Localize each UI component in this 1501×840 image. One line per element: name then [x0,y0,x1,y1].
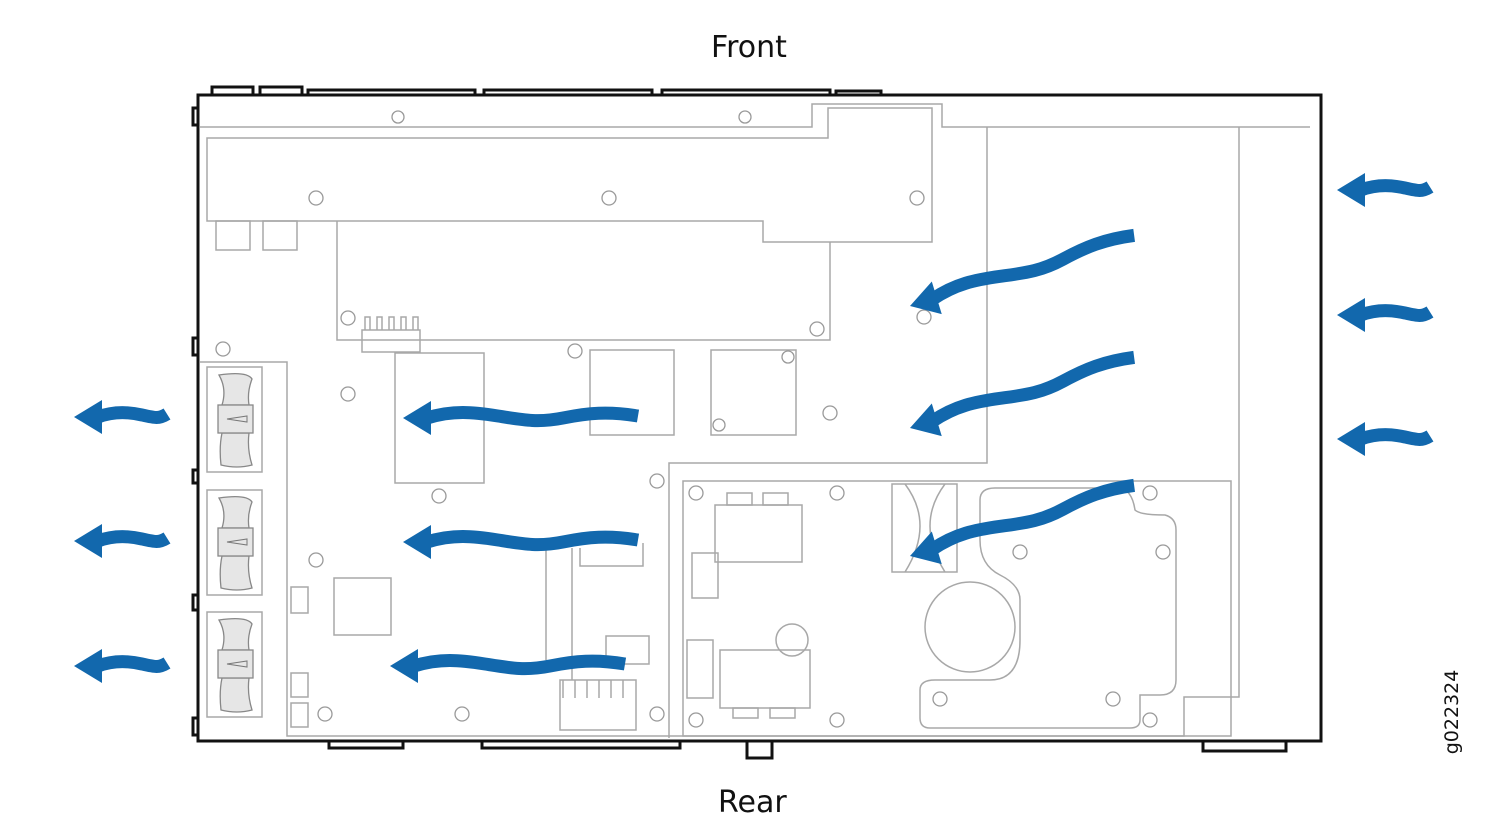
exhaust-arrow-2 [74,524,167,558]
exhaust-arrow-1 [74,400,167,434]
fan-tray [206,366,263,718]
chassis-outline [196,93,1323,743]
mounting-holes [215,110,1171,728]
internal-arrow-diagonal-2 [905,343,1140,444]
fan-1 [206,366,263,473]
chassis [191,85,1323,760]
internal-arrow-1 [403,401,638,435]
inlet-arrow-3 [1337,422,1430,456]
front-label: Front [711,30,787,65]
internal-arrow-diagonal-1 [905,221,1140,322]
fan-3 [206,611,263,718]
internal-arrow-2 [403,525,638,559]
internal-components [200,103,1310,738]
rear-label: Rear [718,785,787,820]
inlet-arrow-2 [1337,298,1430,332]
fan-2 [206,489,263,596]
internal-arrow-3 [390,649,625,683]
exhaust-arrow-3 [74,649,167,683]
inlet-arrow-1 [1337,173,1430,207]
